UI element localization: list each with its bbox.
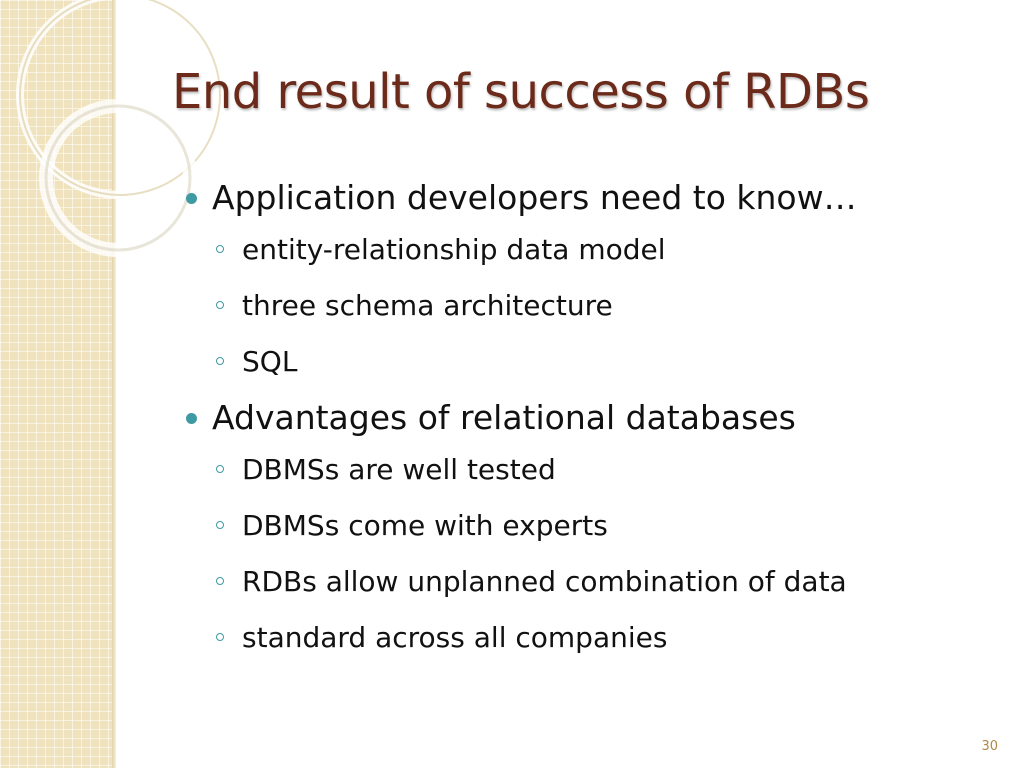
side-strip-edge (112, 0, 116, 768)
bullet-item: Application developers need to know… (186, 174, 986, 222)
sub-bullet-item: RDBs allow unplanned combination of data (186, 554, 986, 610)
sub-bullet-text: SQL (242, 345, 298, 378)
bullet-text: Application developers need to know… (212, 178, 857, 217)
sub-bullet-item: DBMSs are well tested (186, 442, 986, 498)
sub-bullet-text: DBMSs are well tested (242, 453, 556, 486)
bullet-item: Advantages of relational databases (186, 394, 986, 442)
slide-title: End result of success of RDBs (172, 64, 870, 120)
sub-bullet-text: three schema architecture (242, 289, 613, 322)
ring-bullet-icon (216, 301, 224, 309)
ring-bullet-icon (216, 245, 224, 253)
sub-bullet-text: RDBs allow unplanned combination of data (242, 565, 847, 598)
decorative-side-strip (0, 0, 112, 768)
sub-bullet-item: standard across all companies (186, 610, 986, 666)
bullet-text: Advantages of relational databases (212, 398, 796, 437)
sub-bullet-item: entity-relationship data model (186, 222, 986, 278)
ring-bullet-icon (216, 521, 224, 529)
slide-content: Application developers need to know… ent… (186, 174, 986, 666)
sub-bullet-item: three schema architecture (186, 278, 986, 334)
ring-bullet-icon (216, 357, 224, 365)
sub-bullet-list: DBMSs are well tested DBMSs come with ex… (186, 442, 986, 666)
ring-bullet-icon (216, 633, 224, 641)
bullet-group: Application developers need to know… ent… (186, 174, 986, 390)
sub-bullet-text: entity-relationship data model (242, 233, 666, 266)
sub-bullet-list: entity-relationship data model three sch… (186, 222, 986, 390)
ring-bullet-icon (216, 465, 224, 473)
sub-bullet-text: DBMSs come with experts (242, 509, 608, 542)
ring-bullet-icon (216, 577, 224, 585)
sub-bullet-item: DBMSs come with experts (186, 498, 986, 554)
page-number: 30 (981, 739, 998, 754)
bullet-group: Advantages of relational databases DBMSs… (186, 394, 986, 666)
sub-bullet-item: SQL (186, 334, 986, 390)
filled-circle-bullet-icon (186, 193, 197, 204)
filled-circle-bullet-icon (186, 413, 197, 424)
sub-bullet-text: standard across all companies (242, 621, 668, 654)
